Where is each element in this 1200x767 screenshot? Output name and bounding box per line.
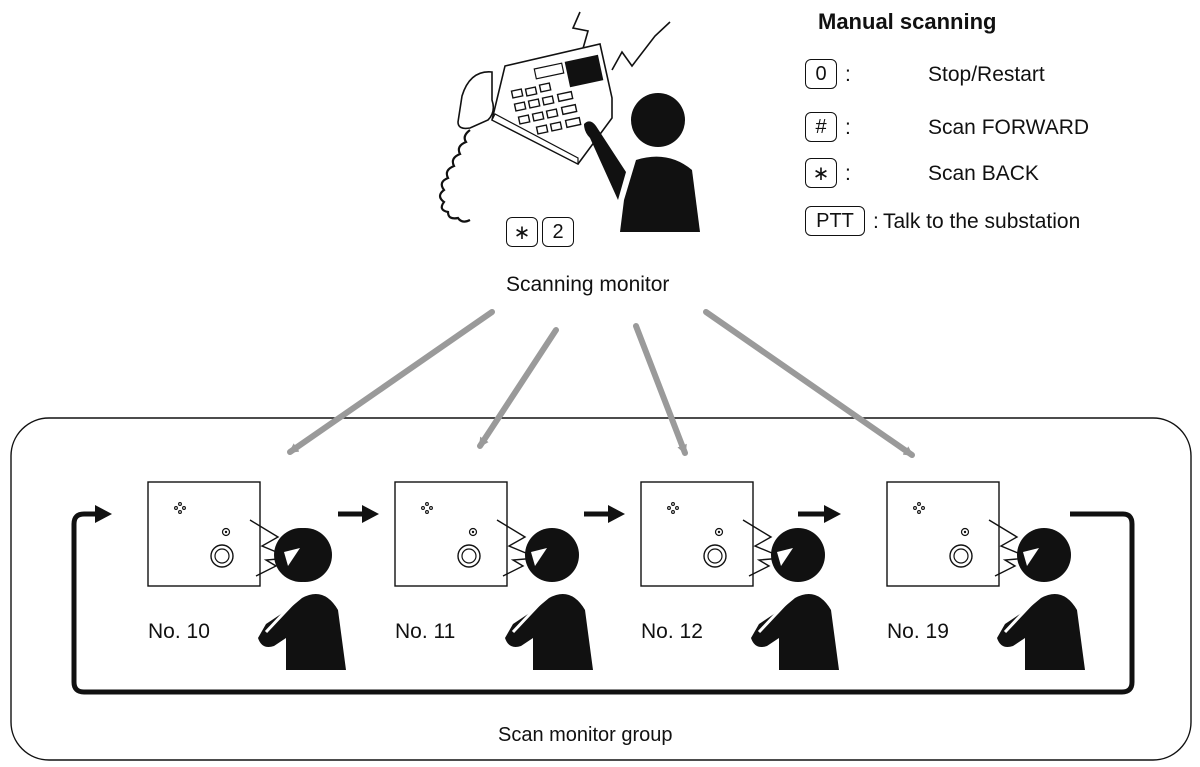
substation-4	[886, 481, 1085, 670]
station-label-3: No. 12	[641, 620, 703, 643]
legend-sep-1: :	[845, 116, 851, 139]
legend-key-3: PTT	[805, 206, 865, 236]
dial-key-2: 2	[542, 217, 574, 247]
handset	[457, 71, 495, 130]
legend-key-1: #	[805, 112, 837, 142]
legend-sep-2: :	[845, 162, 851, 185]
legend-sep-0: :	[845, 63, 851, 86]
operator-head	[631, 93, 685, 147]
legend-label-0: Stop/Restart	[928, 63, 1045, 86]
substation-2	[394, 481, 593, 670]
scan-loop	[71, 505, 1135, 695]
substation-1	[147, 481, 346, 670]
legend-label-3: Talk to the substation	[883, 210, 1081, 233]
station-label-1: No. 10	[148, 620, 210, 643]
legend-sep-3: :	[873, 210, 879, 233]
ring-signal-icon	[571, 11, 590, 53]
master-label: Scanning monitor	[506, 273, 670, 296]
operator-body	[620, 156, 700, 232]
phone-keypad	[510, 82, 582, 135]
master-station-illustration	[438, 11, 700, 232]
legend-title: Manual scanning	[818, 9, 997, 34]
arrow-to-station-3	[633, 323, 688, 456]
group-label: Scan monitor group	[498, 724, 673, 746]
arrow-to-station-1	[287, 309, 495, 455]
station-label-2: No. 11	[395, 620, 456, 643]
monitor-arrows	[287, 309, 915, 458]
substation-3	[640, 481, 839, 670]
station-label-4: No. 19	[887, 620, 949, 643]
arrow-to-station-2	[477, 327, 559, 449]
legend-key-0: 0	[805, 59, 837, 89]
scan-group-frame	[10, 417, 1192, 761]
legend-label-1: Scan FORWARD	[928, 116, 1090, 139]
dial-key-star: ∗	[506, 217, 538, 247]
speaker-grille	[564, 54, 604, 88]
legend-label-2: Scan BACK	[928, 162, 1039, 185]
arrow-to-station-4	[703, 309, 915, 458]
handset-cord	[438, 129, 471, 223]
legend-key-2: ∗	[805, 158, 837, 188]
